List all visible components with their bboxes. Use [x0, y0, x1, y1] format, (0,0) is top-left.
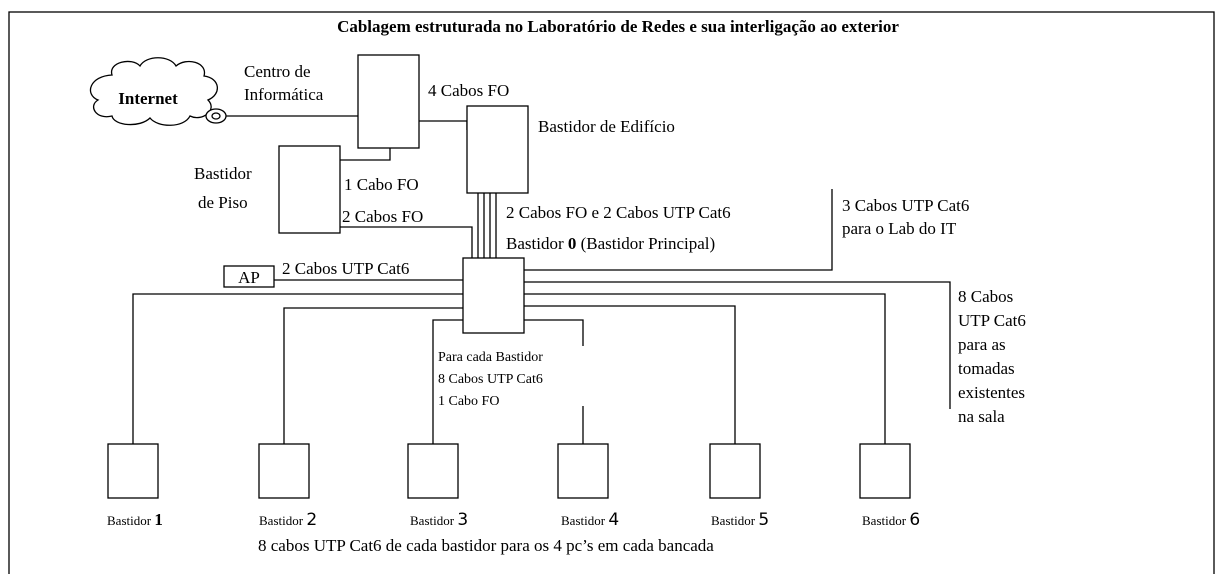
diagram-border	[8, 11, 1215, 574]
bastidor-6-box	[859, 443, 911, 499]
bastidor-1-box	[107, 443, 159, 499]
ap-box	[223, 265, 275, 288]
ci-to-piso-link	[340, 148, 391, 161]
internet-label: Internet	[118, 89, 178, 108]
svg-text:existentes: existentes	[958, 383, 1025, 402]
piso-principal-link-label: 2 Cabos FO	[342, 207, 423, 226]
edificio-to-principal-cables	[477, 193, 497, 258]
internet-connector-icon	[205, 108, 227, 124]
link-bastidor-5	[524, 305, 736, 444]
svg-text:para as: para as	[958, 335, 1006, 354]
ap-link-label: 2 Cabos UTP Cat6	[282, 259, 409, 278]
lab-it-label-line1: 3 Cabos UTP Cat6	[842, 196, 969, 215]
lab-it-link	[524, 189, 833, 271]
piso-to-principal-link	[340, 226, 473, 258]
ci-piso-link-label: 1 Cabo FO	[344, 175, 419, 194]
bastidor-principal-box	[462, 257, 525, 334]
svg-text:na sala: na sala	[958, 407, 1005, 426]
svg-text:8 Cabos: 8 Cabos	[958, 287, 1013, 306]
bastidor-piso-label-line1: Bastidor	[194, 164, 252, 183]
bastidor-piso-box	[278, 145, 341, 234]
bastidor-5-box	[709, 443, 761, 499]
svg-text:8 Cabos UTP Cat6: 8 Cabos UTP Cat6	[438, 372, 543, 387]
bastidor-5-label: Bastidor 5	[711, 510, 769, 530]
bastidor-piso-label-line2: de Piso	[198, 193, 248, 212]
bastidor-6-label: Bastidor 6	[862, 510, 920, 530]
link-bastidor-2	[283, 307, 463, 444]
tomadas-label: 8 Cabos UTP Cat6 para as tomadas existen…	[958, 287, 1026, 426]
diagram-title: Cablagem estruturada no Laboratório de R…	[337, 17, 899, 36]
lab-it-label-line2: para o Lab do IT	[842, 219, 957, 238]
bastidor-edificio-box	[466, 105, 529, 194]
svg-text:1 Cabo FO: 1 Cabo FO	[438, 394, 499, 409]
ap-label: AP	[238, 268, 260, 287]
internet-cloud: Internet	[89, 57, 218, 126]
bastidor-edificio-label: Bastidor de Edifício	[538, 117, 675, 136]
svg-text:UTP Cat6: UTP Cat6	[958, 311, 1026, 330]
bastidor-4-box	[557, 443, 609, 499]
ci-edificio-link-label: 4 Cabos FO	[428, 81, 509, 100]
bastidor-4-label: Bastidor 4	[561, 510, 619, 530]
link-bastidor-1	[132, 293, 463, 444]
per-bastidor-label: Para cada Bastidor 8 Cabos UTP Cat6 1 Ca…	[434, 346, 584, 409]
svg-text:Para cada Bastidor: Para cada Bastidor	[438, 350, 543, 365]
bastidor-principal-label: Bastidor 0 (Bastidor Principal)	[506, 234, 715, 253]
ci-label-line1: Centro de	[244, 62, 311, 81]
bastidor-2-label: Bastidor 2	[259, 510, 317, 530]
edificio-principal-link-label: 2 Cabos FO e 2 Cabos UTP Cat6	[506, 203, 731, 222]
bastidor-1-label: Bastidor 1	[107, 510, 163, 529]
bastidor-3-label: Bastidor 3	[410, 510, 468, 530]
footer-note: 8 cabos UTP Cat6 de cada bastidor para o…	[258, 536, 714, 555]
bastidor-2-box	[258, 443, 310, 499]
bastidor-3-box	[407, 443, 459, 499]
ci-label-line2: Informática	[244, 85, 324, 104]
svg-text:tomadas: tomadas	[958, 359, 1015, 378]
link-bastidor-3	[432, 319, 463, 444]
bastidores-row	[107, 443, 911, 499]
tomadas-link	[524, 281, 951, 409]
distribution-links	[132, 293, 886, 444]
centro-informatica-box	[357, 54, 420, 149]
link-bastidor-6	[524, 293, 886, 444]
ci-to-edificio-link	[419, 120, 468, 130]
